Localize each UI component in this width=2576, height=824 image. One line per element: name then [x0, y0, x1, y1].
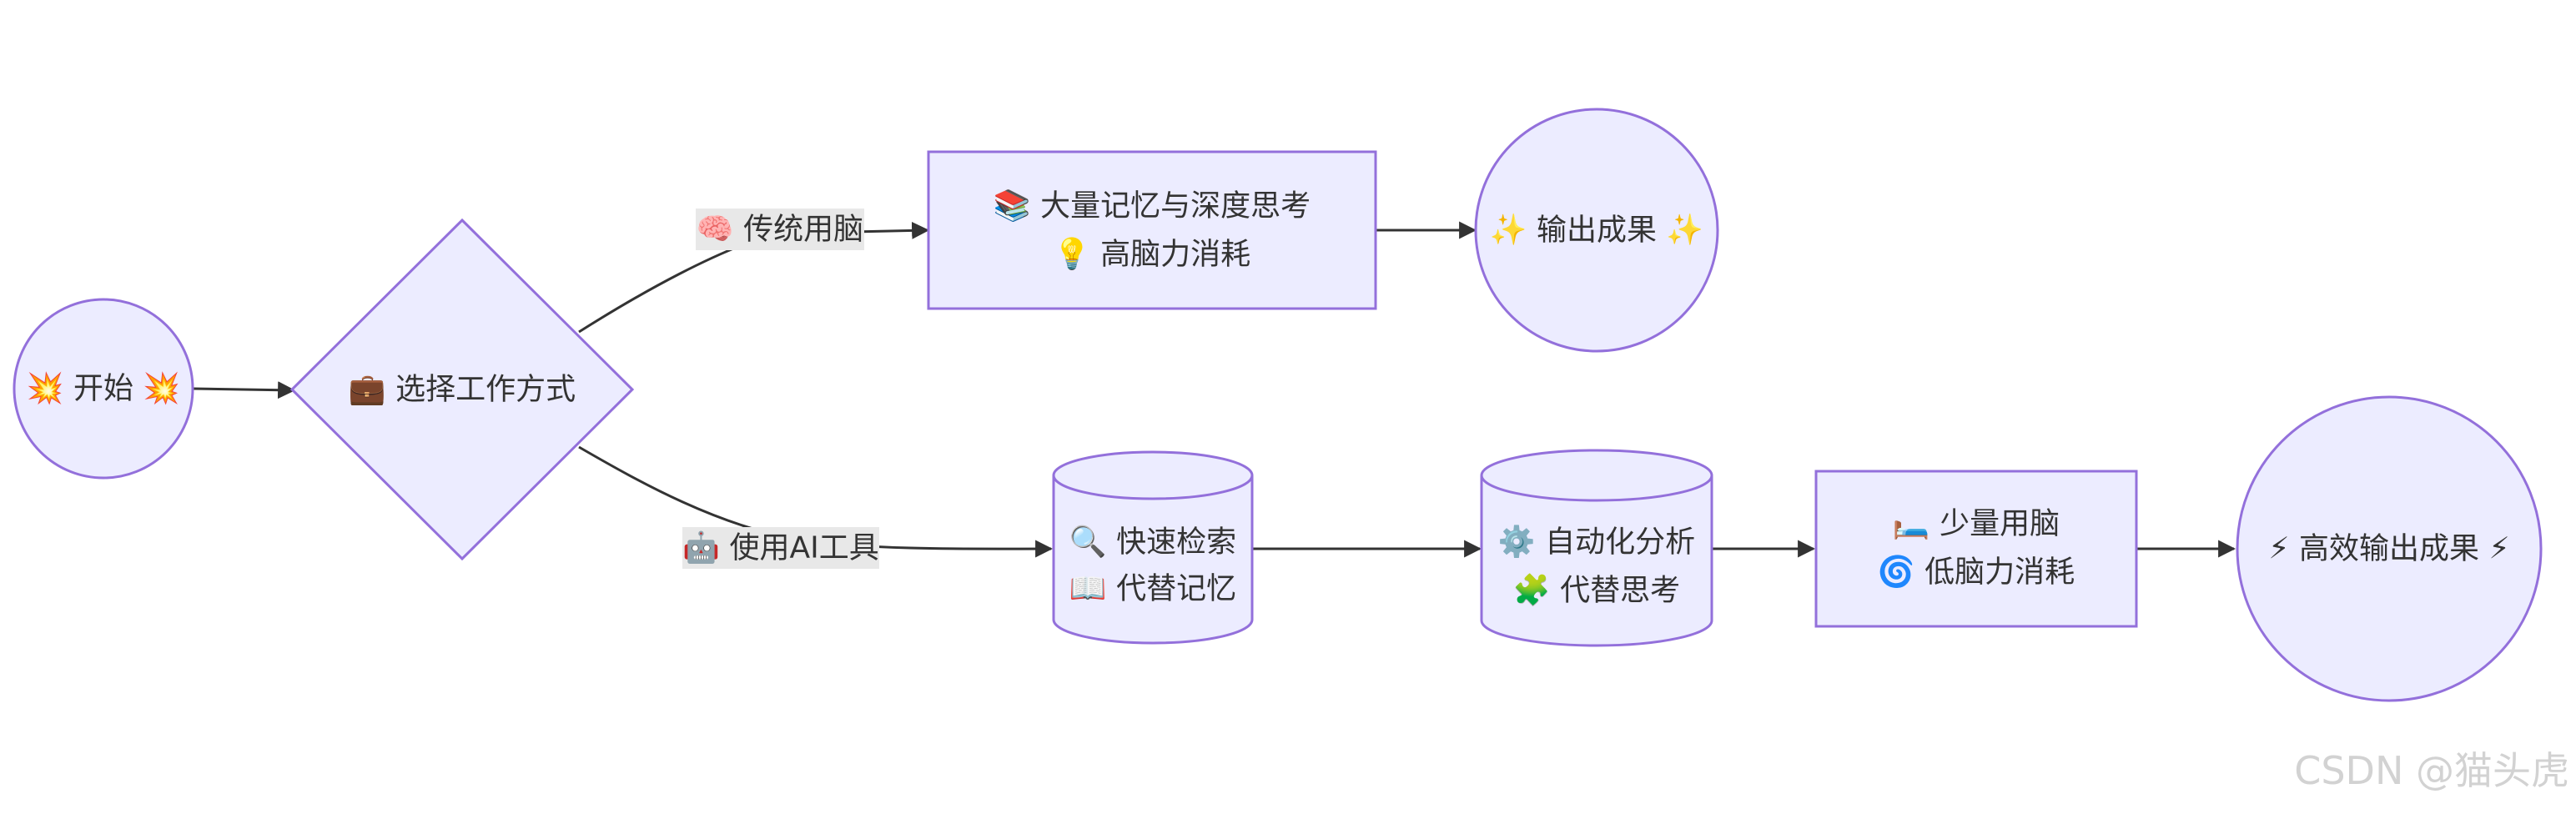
- search-database-node[interactable]: 🔍 快速检索 📖 代替记忆: [1052, 450, 1254, 645]
- output-node[interactable]: ✨ 输出成果 ✨: [1474, 108, 1719, 353]
- memory-process-line2: 💡 高脑力消耗: [1054, 237, 1250, 272]
- lowbrain-process-line1: 🛏️ 少量用脑: [1893, 507, 2060, 541]
- efficient-output-label: ⚡ 高效输出成果 ⚡: [2268, 532, 2509, 566]
- search-database-line1: 🔍 快速检索: [1069, 523, 1236, 560]
- efficient-output-node[interactable]: ⚡ 高效输出成果 ⚡: [2236, 395, 2543, 702]
- edge-label-ai-text: 🤖 使用AI工具: [682, 530, 879, 565]
- output-node-label: ✨ 输出成果 ✨: [1490, 214, 1704, 248]
- start-node[interactable]: 💥 开始 💥: [13, 298, 194, 480]
- memory-process-line1: 📚 大量记忆与深度思考: [994, 189, 1311, 224]
- search-database-line2: 📖 代替记忆: [1069, 572, 1236, 606]
- edge-label-traditional: 🧠 传统用脑: [696, 209, 864, 250]
- analysis-database-line1: ⚙️ 自动化分析: [1498, 525, 1695, 560]
- lowbrain-process-line2: 🌀 低脑力消耗: [1878, 554, 2075, 590]
- analysis-database-node[interactable]: ⚙️ 自动化分析 🧩 代替思考: [1480, 449, 1713, 647]
- analysis-database-line2: 🧩 代替思考: [1513, 573, 1680, 608]
- lowbrain-process-node[interactable]: 🛏️ 少量用脑 🌀 低脑力消耗: [1814, 470, 2138, 628]
- decision-node-label: 💼 选择工作方式: [349, 373, 576, 407]
- decision-node[interactable]: 💼 选择工作方式: [289, 218, 635, 561]
- start-node-label: 💥 开始 💥: [27, 371, 181, 406]
- edge-label-traditional-text: 🧠 传统用脑: [697, 213, 863, 247]
- edge-start-to-decision: [193, 381, 296, 399]
- memory-process-node[interactable]: 📚 大量记忆与深度思考 💡 高脑力消耗: [927, 150, 1377, 310]
- watermark: CSDN @猫头虎: [2294, 748, 2569, 793]
- edge-label-ai: 🤖 使用AI工具: [682, 527, 879, 569]
